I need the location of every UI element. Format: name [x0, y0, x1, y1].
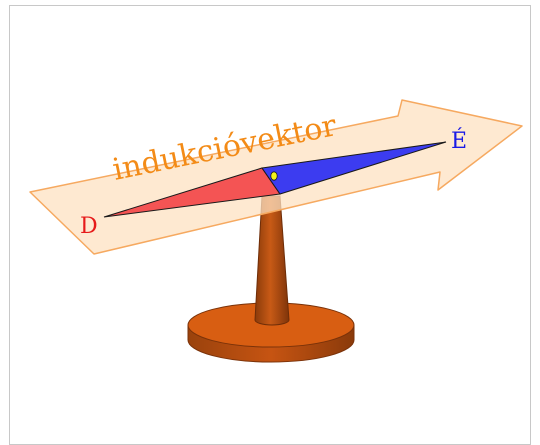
south-pole-label: D: [80, 214, 98, 239]
needle-pivot: [270, 171, 278, 181]
north-pole-label: É: [451, 127, 467, 154]
compass-diagram: indukcióvektor É D: [29, 99, 523, 363]
north-needle-half: [261, 141, 447, 195]
stand-pole: [254, 195, 290, 326]
compass-needle: [103, 141, 447, 218]
